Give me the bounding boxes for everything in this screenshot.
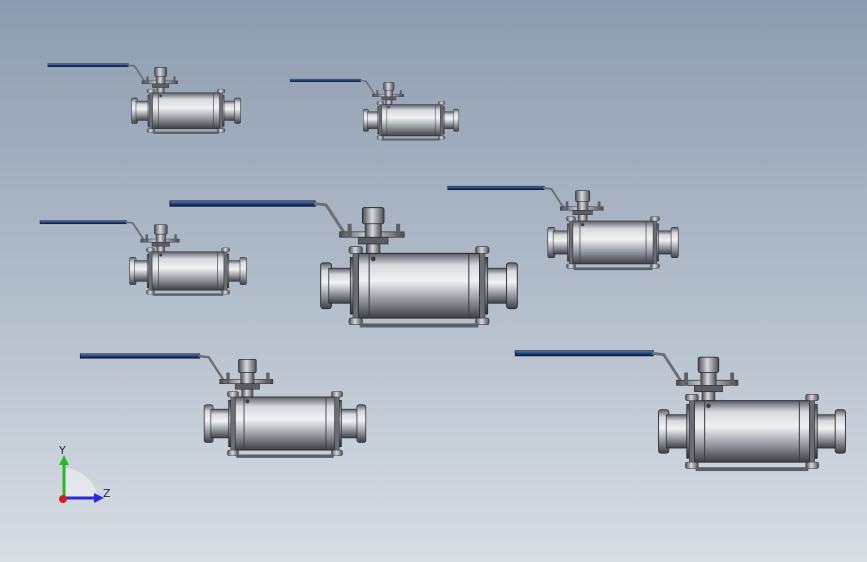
reference-triad: Y Z <box>58 444 111 503</box>
valve-model-3[interactable] <box>38 219 248 297</box>
valve-model-2[interactable] <box>289 78 460 142</box>
valve-model-6[interactable] <box>78 352 368 460</box>
valve-model-1[interactable] <box>46 62 242 135</box>
triad-y-label: Y <box>58 444 66 457</box>
triad-z-label: Z <box>103 487 111 500</box>
valve-model-7[interactable] <box>513 349 848 473</box>
x-axis-dot <box>59 495 67 503</box>
